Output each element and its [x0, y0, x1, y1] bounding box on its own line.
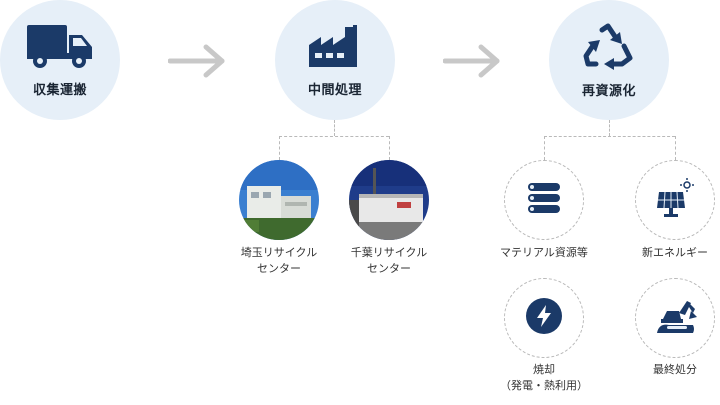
lightning-icon [526, 298, 562, 338]
stage-recycling: 再資源化 [549, 0, 669, 120]
arrow-right-icon [167, 44, 228, 82]
connector-line [675, 136, 676, 160]
arrow-right-icon [442, 44, 503, 82]
connector-line [609, 120, 610, 136]
output-caption-final-disposal: 最終処分 [653, 363, 697, 376]
connector-line [279, 136, 389, 137]
output-caption-incineration: 焼却 （発電・熱利用） [500, 363, 588, 392]
output-final-disposal [635, 278, 715, 358]
recycle-icon [582, 22, 636, 74]
truck-icon [27, 23, 93, 73]
stage-label: 収集運搬 [32, 82, 87, 98]
excavator-icon [653, 297, 697, 339]
stage-collection: 収集運搬 [0, 0, 120, 120]
connector-line [389, 136, 390, 160]
output-caption-new-energy: 新エネルギー [642, 246, 708, 259]
factory-icon [307, 23, 363, 73]
facility-caption-saitama: 埼玉リサイクル センター [240, 246, 318, 275]
output-caption-material: マテリアル資源等 [500, 246, 588, 259]
stage-intermediate: 中間処理 [275, 0, 395, 120]
facility-photo-saitama [239, 160, 319, 240]
facility-caption-chiba: 千葉リサイクル センター [350, 246, 428, 275]
stage-label: 中間処理 [307, 82, 362, 98]
pipes-icon [524, 181, 564, 219]
connector-line [544, 136, 545, 160]
stage-label: 再資源化 [581, 83, 636, 99]
connector-line [334, 120, 335, 136]
output-material [504, 160, 584, 240]
connector-line [279, 136, 280, 160]
connector-line [544, 136, 675, 137]
output-new-energy [635, 160, 715, 240]
solar-panel-icon [653, 178, 697, 222]
facility-photo-chiba [349, 160, 429, 240]
output-incineration [504, 278, 584, 358]
